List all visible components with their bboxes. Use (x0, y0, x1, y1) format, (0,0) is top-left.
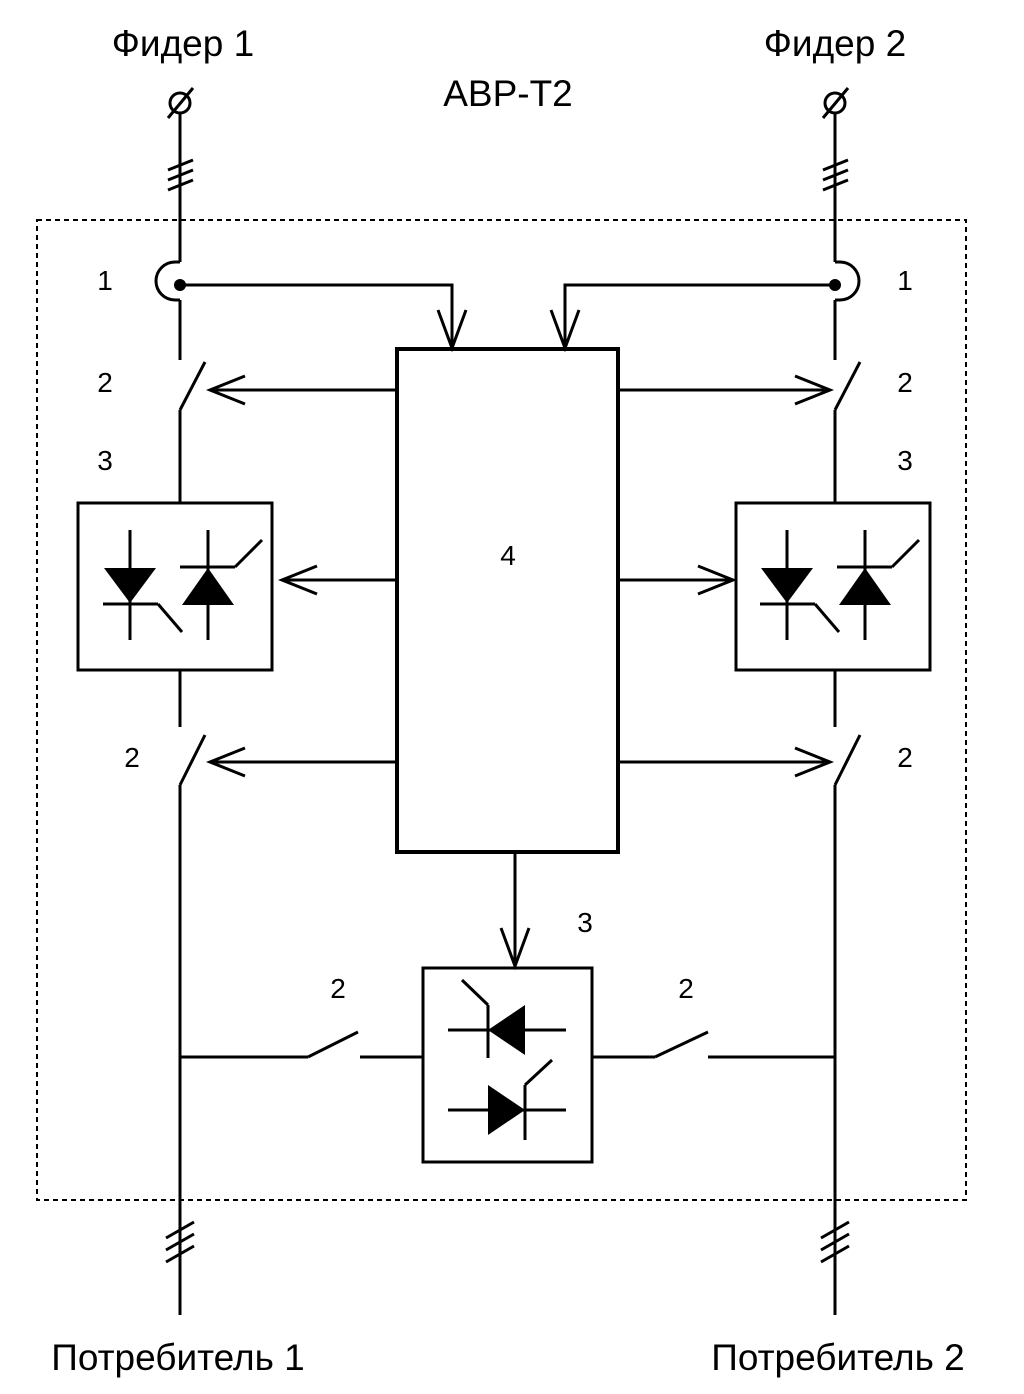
consumer-1-label: Потребитель 1 (51, 1337, 305, 1378)
three-phase-icon-top-left (167, 158, 194, 192)
feeder-1-label: Фидер 1 (112, 23, 254, 64)
label-sensor-left: 1 (97, 265, 113, 296)
thyristor-block-bottom (421, 966, 594, 1164)
label-control-block: 4 (500, 540, 516, 571)
thyristor-block-right (734, 501, 932, 672)
diagram-title: АВР-Т2 (443, 73, 573, 114)
label-switch-bottom-right: 2 (678, 973, 694, 1004)
label-switch-mid-right: 2 (897, 742, 913, 773)
device-enclosure (36, 219, 967, 1201)
feeder-2-label: Фидер 2 (764, 23, 906, 64)
label-sensor-right: 1 (897, 265, 913, 296)
label-switch-top-right: 2 (897, 367, 913, 398)
left-bus (154, 113, 207, 1315)
control-block (395, 347, 620, 854)
label-switch-top-left: 2 (97, 367, 113, 398)
label-switch-bottom-left: 2 (330, 973, 346, 1004)
control-arrows (205, 374, 835, 971)
three-phase-icon-bottom-right (820, 1220, 850, 1264)
label-thyristor-left: 3 (97, 445, 113, 476)
sensor-signal-left (174, 279, 468, 353)
sensor-signal-right (549, 279, 841, 353)
label-switch-mid-left: 2 (124, 742, 140, 773)
three-phase-icon-bottom-left (165, 1220, 195, 1264)
three-phase-icon-top-right (822, 158, 849, 192)
label-thyristor-bottom: 3 (577, 907, 593, 938)
right-bus (833, 113, 862, 1315)
consumer-2-label: Потребитель 2 (711, 1337, 965, 1378)
thyristor-block-left (76, 501, 274, 672)
bypass-line (180, 1030, 835, 1059)
label-thyristor-right: 3 (897, 445, 913, 476)
